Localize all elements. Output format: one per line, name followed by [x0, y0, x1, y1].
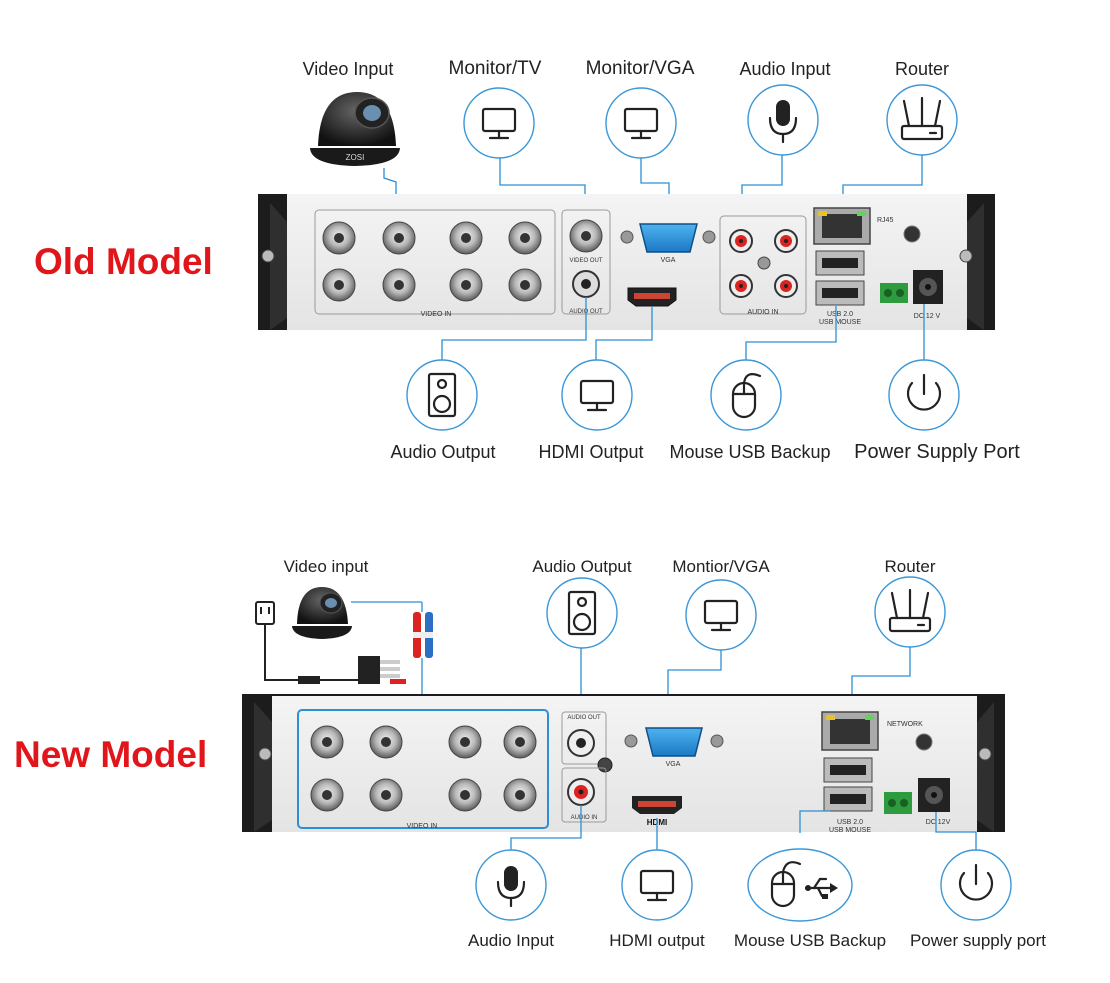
old-speaker-icon	[406, 359, 478, 431]
old-model-section: Old Model Video Input Monitor/TV Monitor…	[34, 58, 1020, 463]
old-vga-port	[639, 223, 698, 253]
old-usb-mouse-label: USB MOUSE	[819, 319, 861, 326]
old-hdmi-monitor-icon	[561, 359, 633, 431]
old-video-out-label: VIDEO OUT	[569, 258, 602, 264]
old-monitor-tv-icon	[463, 87, 535, 159]
new-label-audio-input: Audio Input	[468, 931, 554, 950]
new-usb-ports	[823, 757, 873, 812]
new-monitor-vga-icon	[685, 579, 757, 651]
old-audio-in-rca-ports	[729, 229, 798, 298]
new-label-router: Router	[884, 557, 935, 576]
new-label-mouse-usb-backup: Mouse USB Backup	[734, 931, 886, 950]
old-mouse-icon	[710, 359, 782, 431]
old-label-power-supply-port: Power Supply Port	[854, 441, 1020, 463]
new-vga-port	[645, 727, 703, 757]
new-label-power-supply-port: Power supply port	[910, 931, 1046, 950]
new-mouse-usb-icon	[747, 833, 853, 937]
new-dome-camera-kit	[255, 587, 433, 684]
old-usb-ports	[815, 250, 865, 306]
old-label-hdmi-output: HDMI Output	[538, 442, 643, 462]
old-router-icon	[886, 84, 958, 156]
old-audio-in-label: AUDIO IN	[747, 309, 778, 316]
old-dome-camera-icon: ZOSI	[310, 92, 400, 166]
new-dc-label: DC 12V	[926, 819, 951, 826]
new-router-icon	[874, 576, 946, 648]
old-power-icon	[888, 359, 960, 431]
old-usb-label: USB 2.0	[827, 311, 853, 318]
new-audio-out-label: AUDIO OUT	[567, 715, 601, 721]
old-label-monitor-vga: Monitor/VGA	[586, 58, 695, 79]
old-dvr-back-panel: VIDEO IN VIDEO OUT AUDIO OUT VGA	[258, 194, 995, 330]
old-microphone-icon	[747, 84, 819, 156]
new-model-title: New Model	[14, 734, 207, 775]
old-vga-label: VGA	[661, 257, 676, 264]
new-dvr-back-panel: VIDEO IN AUDIO OUT AUDIO IN VGA HDMI NET	[242, 694, 1005, 834]
old-rj45-label: RJ45	[877, 217, 893, 224]
old-label-audio-output: Audio Output	[390, 442, 495, 462]
new-label-monitor-vga: Montior/VGA	[672, 557, 770, 576]
new-hdmi-monitor-icon	[621, 849, 693, 921]
old-label-monitor-tv: Monitor/TV	[449, 58, 542, 79]
new-video-in-label: VIDEO IN	[407, 823, 438, 830]
new-video-in-bnc-ports	[310, 725, 537, 812]
old-label-router: Router	[895, 59, 949, 79]
new-label-hdmi-output: HDMI output	[609, 931, 705, 950]
old-label-mouse-usb-backup: Mouse USB Backup	[669, 442, 830, 462]
new-audio-in-label: AUDIO IN	[571, 815, 598, 821]
old-camera-brand: ZOSI	[346, 153, 365, 162]
old-label-audio-input: Audio Input	[739, 59, 830, 79]
old-monitor-vga-icon	[605, 87, 677, 159]
new-label-audio-output: Audio Output	[532, 557, 632, 576]
new-usb-label: USB 2.0	[837, 819, 863, 826]
new-model-section: New Model Video input Audio Output Monti…	[14, 557, 1046, 950]
new-power-icon	[940, 849, 1012, 921]
new-network-label: NETWORK	[887, 721, 923, 728]
old-dc-label: DC 12 V	[914, 313, 941, 320]
new-microphone-icon	[475, 849, 547, 921]
old-model-title: Old Model	[34, 241, 213, 282]
new-vga-label: VGA	[666, 761, 681, 768]
new-speaker-icon	[546, 577, 618, 649]
new-label-video-input: Video input	[284, 557, 369, 576]
old-video-in-label: VIDEO IN	[421, 311, 452, 318]
old-video-in-bnc-ports	[322, 221, 542, 302]
new-usb-mouse-label: USB MOUSE	[829, 827, 871, 834]
old-label-video-input: Video Input	[303, 59, 394, 79]
